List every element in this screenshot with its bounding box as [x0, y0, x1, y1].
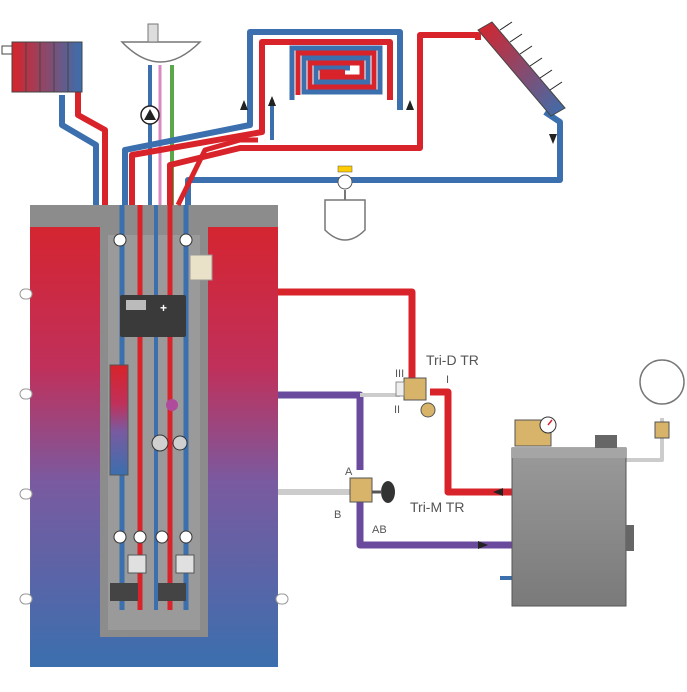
- boiler-piping: [278, 288, 664, 580]
- radiator-icon: [1, 41, 83, 93]
- valve-blocks: [110, 554, 195, 601]
- flow-arrows: [240, 96, 557, 549]
- tri-m-label: Tri-M TR: [410, 499, 464, 515]
- port-a-label: A: [345, 466, 353, 478]
- hydraulic-module: +: [108, 205, 213, 630]
- port-ab-label: AB: [372, 524, 387, 536]
- tri-d-label: Tri-D TR: [426, 352, 479, 368]
- port-iii-label: III: [395, 368, 404, 380]
- port-i-label: I: [446, 374, 449, 386]
- expansion-vessel-icon: [324, 165, 366, 241]
- upper-piping: [59, 29, 563, 207]
- pump-icon: [151, 399, 188, 452]
- valve-handle-icon: [372, 481, 395, 503]
- tri-m-valve: [349, 477, 395, 503]
- gauge-icon: [113, 233, 193, 544]
- solar-collector-icon: [477, 21, 566, 117]
- valve-labels: Tri-D TR III II I Tri-M TR A B AB: [334, 352, 479, 536]
- floor-heating-coil-icon: [289, 45, 383, 100]
- expansion-vessel-icon: [639, 359, 685, 439]
- boiler-icon: [511, 416, 634, 607]
- tank-connection-stubs: [19, 288, 289, 605]
- port-b-label: B: [334, 509, 341, 521]
- gauge-icon: [514, 416, 557, 447]
- port-ii-label: II: [394, 404, 400, 416]
- controller-icon: +: [120, 295, 186, 337]
- svg-text:+: +: [160, 301, 167, 315]
- tri-d-valve: [395, 377, 436, 418]
- sink-icon: [120, 23, 202, 63]
- pump-icon: [140, 105, 160, 125]
